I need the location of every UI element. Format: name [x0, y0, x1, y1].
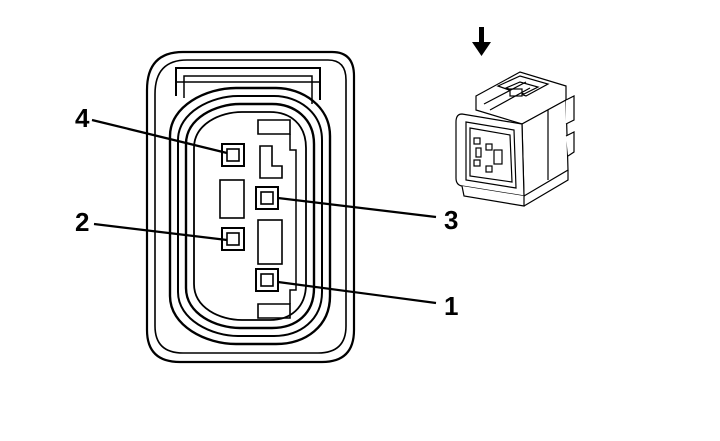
- key-bottom: [257, 303, 291, 319]
- leader-line-3: [277, 196, 437, 219]
- key-notch: [259, 145, 283, 179]
- pin-label-4: 4: [75, 103, 90, 133]
- pin-label-1: 1: [444, 291, 458, 321]
- right-rib: [289, 134, 297, 304]
- down-arrow-icon: [472, 27, 491, 56]
- leader-line-4: [91, 118, 228, 155]
- cavity-left: [219, 179, 245, 219]
- housing-outer: [145, 50, 356, 364]
- latch-tab-inner: [183, 75, 313, 104]
- pin-3: [255, 186, 279, 210]
- pin-1: [255, 268, 279, 292]
- pin-cavity-wall: [193, 111, 307, 321]
- key-top: [257, 119, 291, 135]
- seal-ring-inner: [184, 102, 316, 330]
- connector-face: 4 2 3 1: [75, 50, 458, 364]
- leader-line-2: [93, 222, 228, 242]
- pin-label-2: 2: [75, 207, 89, 237]
- seal-ring-outer: [168, 86, 332, 346]
- pin-4: [221, 143, 245, 167]
- pin-label-3: 3: [444, 205, 458, 235]
- seal-ring-mid: [177, 95, 323, 337]
- connector-3d-icon: [455, 71, 575, 207]
- leader-line-1: [277, 280, 437, 305]
- cavity-right: [257, 219, 283, 265]
- housing-inner: [154, 59, 347, 354]
